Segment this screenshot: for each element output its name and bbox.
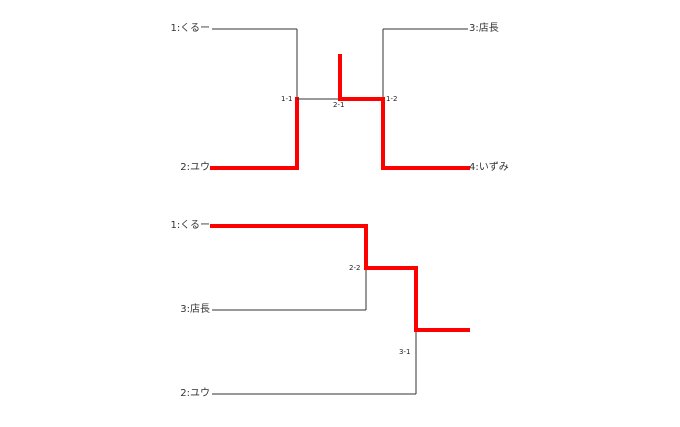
b2-player-1-label: 1:くるー — [170, 220, 210, 231]
b1-player-2-label: 2:ユウ — [180, 162, 210, 173]
b1-player-3-label: 3:店長 — [469, 23, 499, 34]
b1-left-match-score: 1-1 — [281, 95, 293, 103]
bracket2-lines — [210, 224, 470, 395]
bracket1-lines — [210, 28, 470, 170]
b1-right-match-score: 1-2 — [386, 95, 398, 103]
b1-player-4-label: 4:いずみ — [469, 162, 509, 173]
b2-semi-score: 2-2 — [349, 264, 361, 272]
b2-player-2-label: 2:ユウ — [180, 388, 210, 399]
b2-final-score: 3-1 — [399, 348, 411, 356]
b1-player-1-label: 1:くるー — [170, 23, 210, 34]
b2-player-3-label: 3:店長 — [180, 304, 210, 315]
b1-final-score: 2-1 — [333, 101, 345, 109]
